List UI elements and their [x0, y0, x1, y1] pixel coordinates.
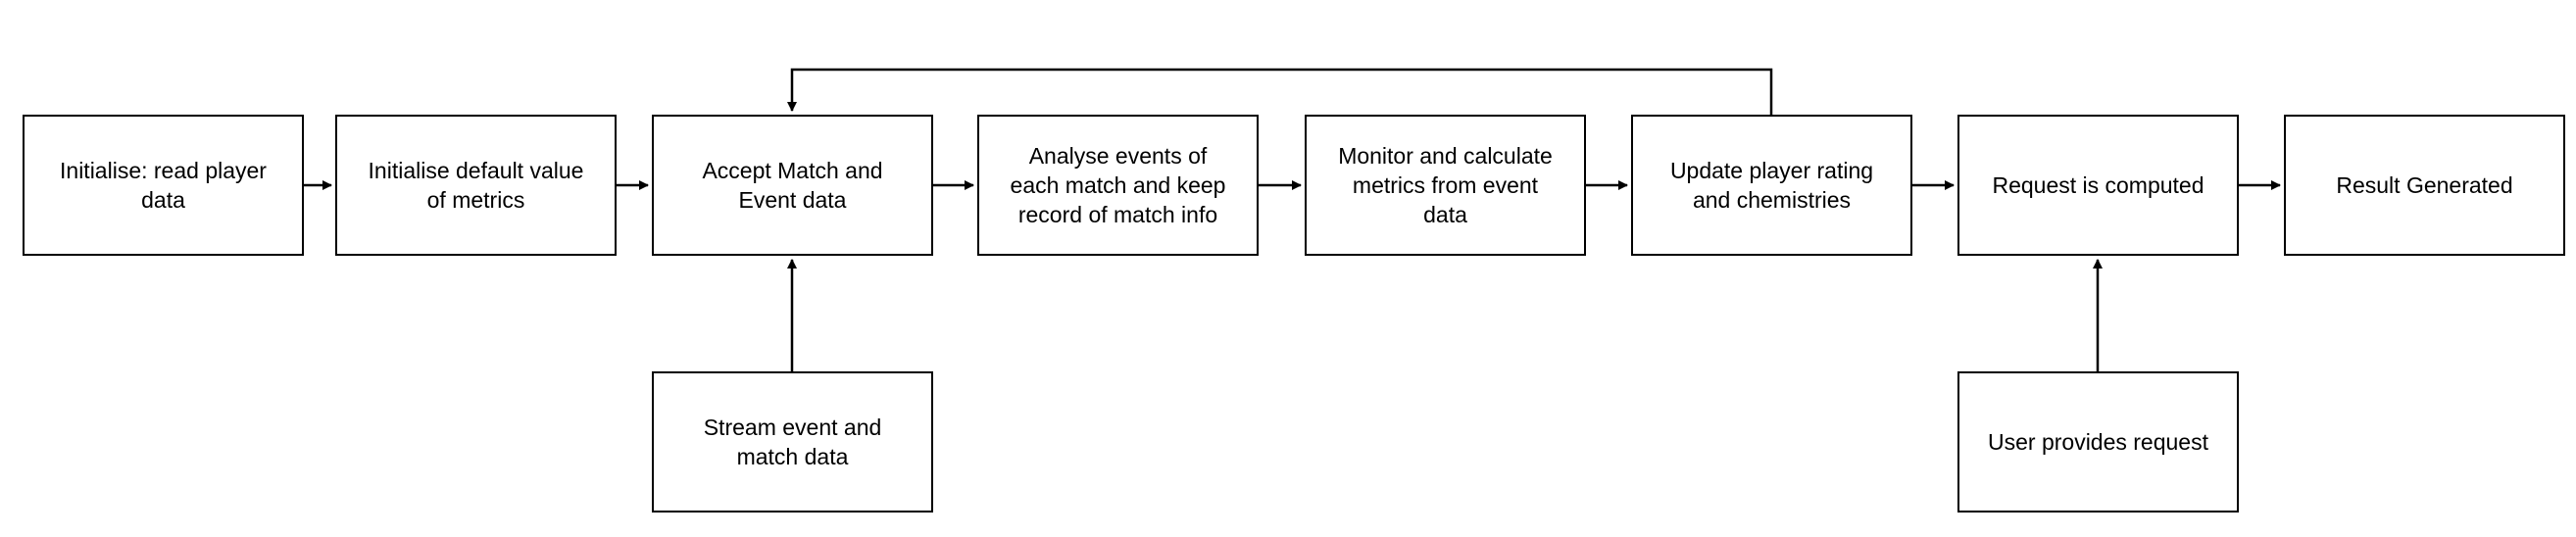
process-label: Monitor and calculate metrics from event…: [1338, 143, 1553, 227]
process-label: Accept Match and Event data: [702, 158, 883, 213]
process-label: Initialise: read player data: [60, 158, 267, 213]
input-label: Stream event and match data: [703, 415, 882, 469]
input-box-user-request: User provides request: [1957, 371, 2239, 513]
process-box-accept-data: Accept Match and Event data: [652, 115, 933, 256]
edge-update-loop-to-accept: [787, 68, 1773, 115]
process-label: Request is computed: [1992, 172, 2204, 198]
process-box-result-generated: Result Generated: [2284, 115, 2565, 256]
input-box-stream-data: Stream event and match data: [652, 371, 933, 513]
process-box-default-metrics: Initialise default value of metrics: [335, 115, 617, 256]
input-label: User provides request: [1988, 429, 2208, 455]
process-label: Initialise default value of metrics: [368, 158, 584, 213]
process-box-update-rating: Update player rating and chemistries: [1631, 115, 1912, 256]
process-box-analyse-events: Analyse events of each match and keep re…: [977, 115, 1259, 256]
process-label: Result Generated: [2336, 172, 2513, 198]
process-box-monitor-metrics: Monitor and calculate metrics from event…: [1305, 115, 1586, 256]
process-box-initialise-player: Initialise: read player data: [23, 115, 304, 256]
process-label: Analyse events of each match and keep re…: [1010, 143, 1226, 227]
process-box-request-computed: Request is computed: [1957, 115, 2239, 256]
process-label: Update player rating and chemistries: [1669, 158, 1874, 213]
